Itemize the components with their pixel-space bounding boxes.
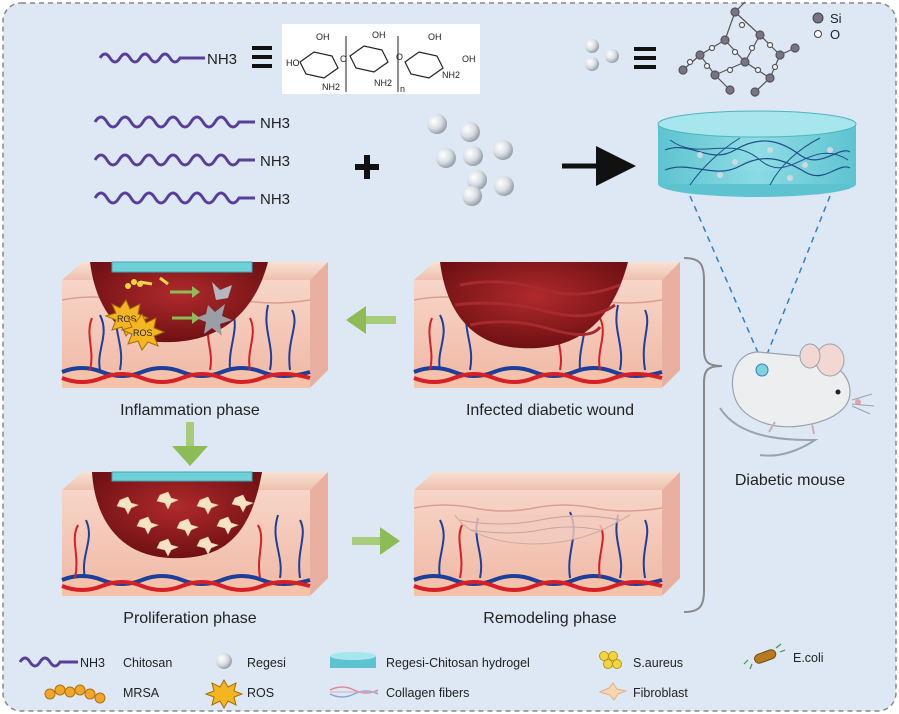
legend-regesi-label: Regesi [247,656,286,670]
regesi-sphere-icon [467,170,487,190]
proliferation-caption: Proliferation phase [123,610,257,627]
legend-mrsa-icon [44,684,106,704]
remodeling-caption: Remodeling phase [483,610,617,627]
o-atom-icon [814,30,822,38]
legend-ros-label: ROS [247,686,274,700]
legend-ros-icon [204,678,244,710]
legend: NH3 Chitosan Regesi Regesi-Chitosan hydr… [18,643,824,710]
legend-ecoli-icon [743,643,786,670]
formula-group: OH [428,32,442,42]
regesi-sphere-icon [462,186,482,206]
chitosan-chain-icon [93,153,255,167]
reaction-row: NH3 NH3 NH3 [93,110,857,363]
ros-badge-icon: ROS [120,313,166,351]
legend-chitosan-prefix: NH3 [80,656,105,670]
projection-line [689,195,763,363]
legend-ecoli-label: E.coli [793,651,824,665]
mouse-caption: Diabetic mouse [735,472,845,489]
regesi-sphere-icon [585,57,599,71]
ros-label: ROS [117,314,137,324]
o-legend-label: O [830,27,840,42]
arrow-down-icon [172,422,208,466]
regesi-definition: Si O [585,1,842,97]
legend-saureus-icon [599,651,622,669]
arrow-left-icon [346,306,396,334]
legend-hydrogel-icon [330,652,376,668]
equivalence-icon [252,46,272,68]
panel-infected [413,262,680,388]
regesi-sphere-icon [463,146,483,166]
formula-group: OH [462,54,476,64]
brace-icon [683,257,723,613]
regesi-sphere-icon [585,39,599,53]
si-atom-icon [812,12,824,24]
formula-group: NH2 [322,82,340,92]
formula-repeat-n: n [400,84,405,94]
legend-fibroblast-label: Fibroblast [633,686,688,700]
chitosan-definition: NH3 OH HO NH2 O OH O NH2 OH NH2 OH n [98,24,480,94]
formula-group: OH [372,30,386,40]
chain-nh3-label: NH3 [260,115,290,132]
infected-caption: Infected diabetic wound [466,402,634,419]
chitosan-chain-icon [93,115,255,129]
formula-group: NH2 [374,78,392,88]
panel-inflammation: ROS ROS [61,261,328,388]
regesi-sphere-icon [436,148,456,168]
chitosan-formula: OH HO NH2 O OH O NH2 OH NH2 OH n [282,24,480,94]
plus-icon [355,155,379,179]
regesi-sphere-icon [605,49,619,63]
silica-molecule-icon [678,1,800,97]
chitosan-chain-icon [93,191,255,205]
formula-group: O [396,52,403,62]
panel-proliferation [61,471,328,596]
formula-group: HO [286,58,300,68]
legend-mrsa-label: MRSA [123,686,160,700]
legend-collagen-label: Collagen fibers [386,686,469,700]
equivalence-icon [634,47,656,69]
mouse-illustration [719,343,875,457]
chitosan-wave-icon [98,52,205,64]
formula-group: O [340,54,347,64]
regesi-sphere-icon [427,114,447,134]
legend-saureus-label: S.aureus [633,656,683,670]
chain-nh3-label: NH3 [260,153,290,170]
regesi-sphere-icon [494,176,514,196]
formula-group: OH [316,32,330,42]
legend-collagen-icon [329,686,379,698]
legend-hydrogel-label: Regesi-Chitosan hydrogel [386,656,530,670]
regesi-sphere-icon [460,122,480,142]
ros-label: ROS [133,328,153,338]
si-legend-label: Si [830,11,842,26]
legend-chitosan-icon [18,656,78,668]
regesi-particles [427,114,514,206]
regesi-sphere-icon [493,140,513,160]
chitosan-nh3-label: NH3 [207,51,237,68]
legend-regesi-icon [216,653,232,669]
chain-nh3-label: NH3 [260,191,290,208]
legend-chitosan-label: Chitosan [123,656,172,670]
panel-remodeling [413,472,680,596]
hydrogel-cylinder [657,110,857,197]
legend-fibroblast-icon [598,682,628,701]
formula-group: NH2 [442,70,460,80]
inflammation-caption: Inflammation phase [120,402,260,419]
arrow-right-icon [352,527,400,555]
projection-line [763,195,831,363]
